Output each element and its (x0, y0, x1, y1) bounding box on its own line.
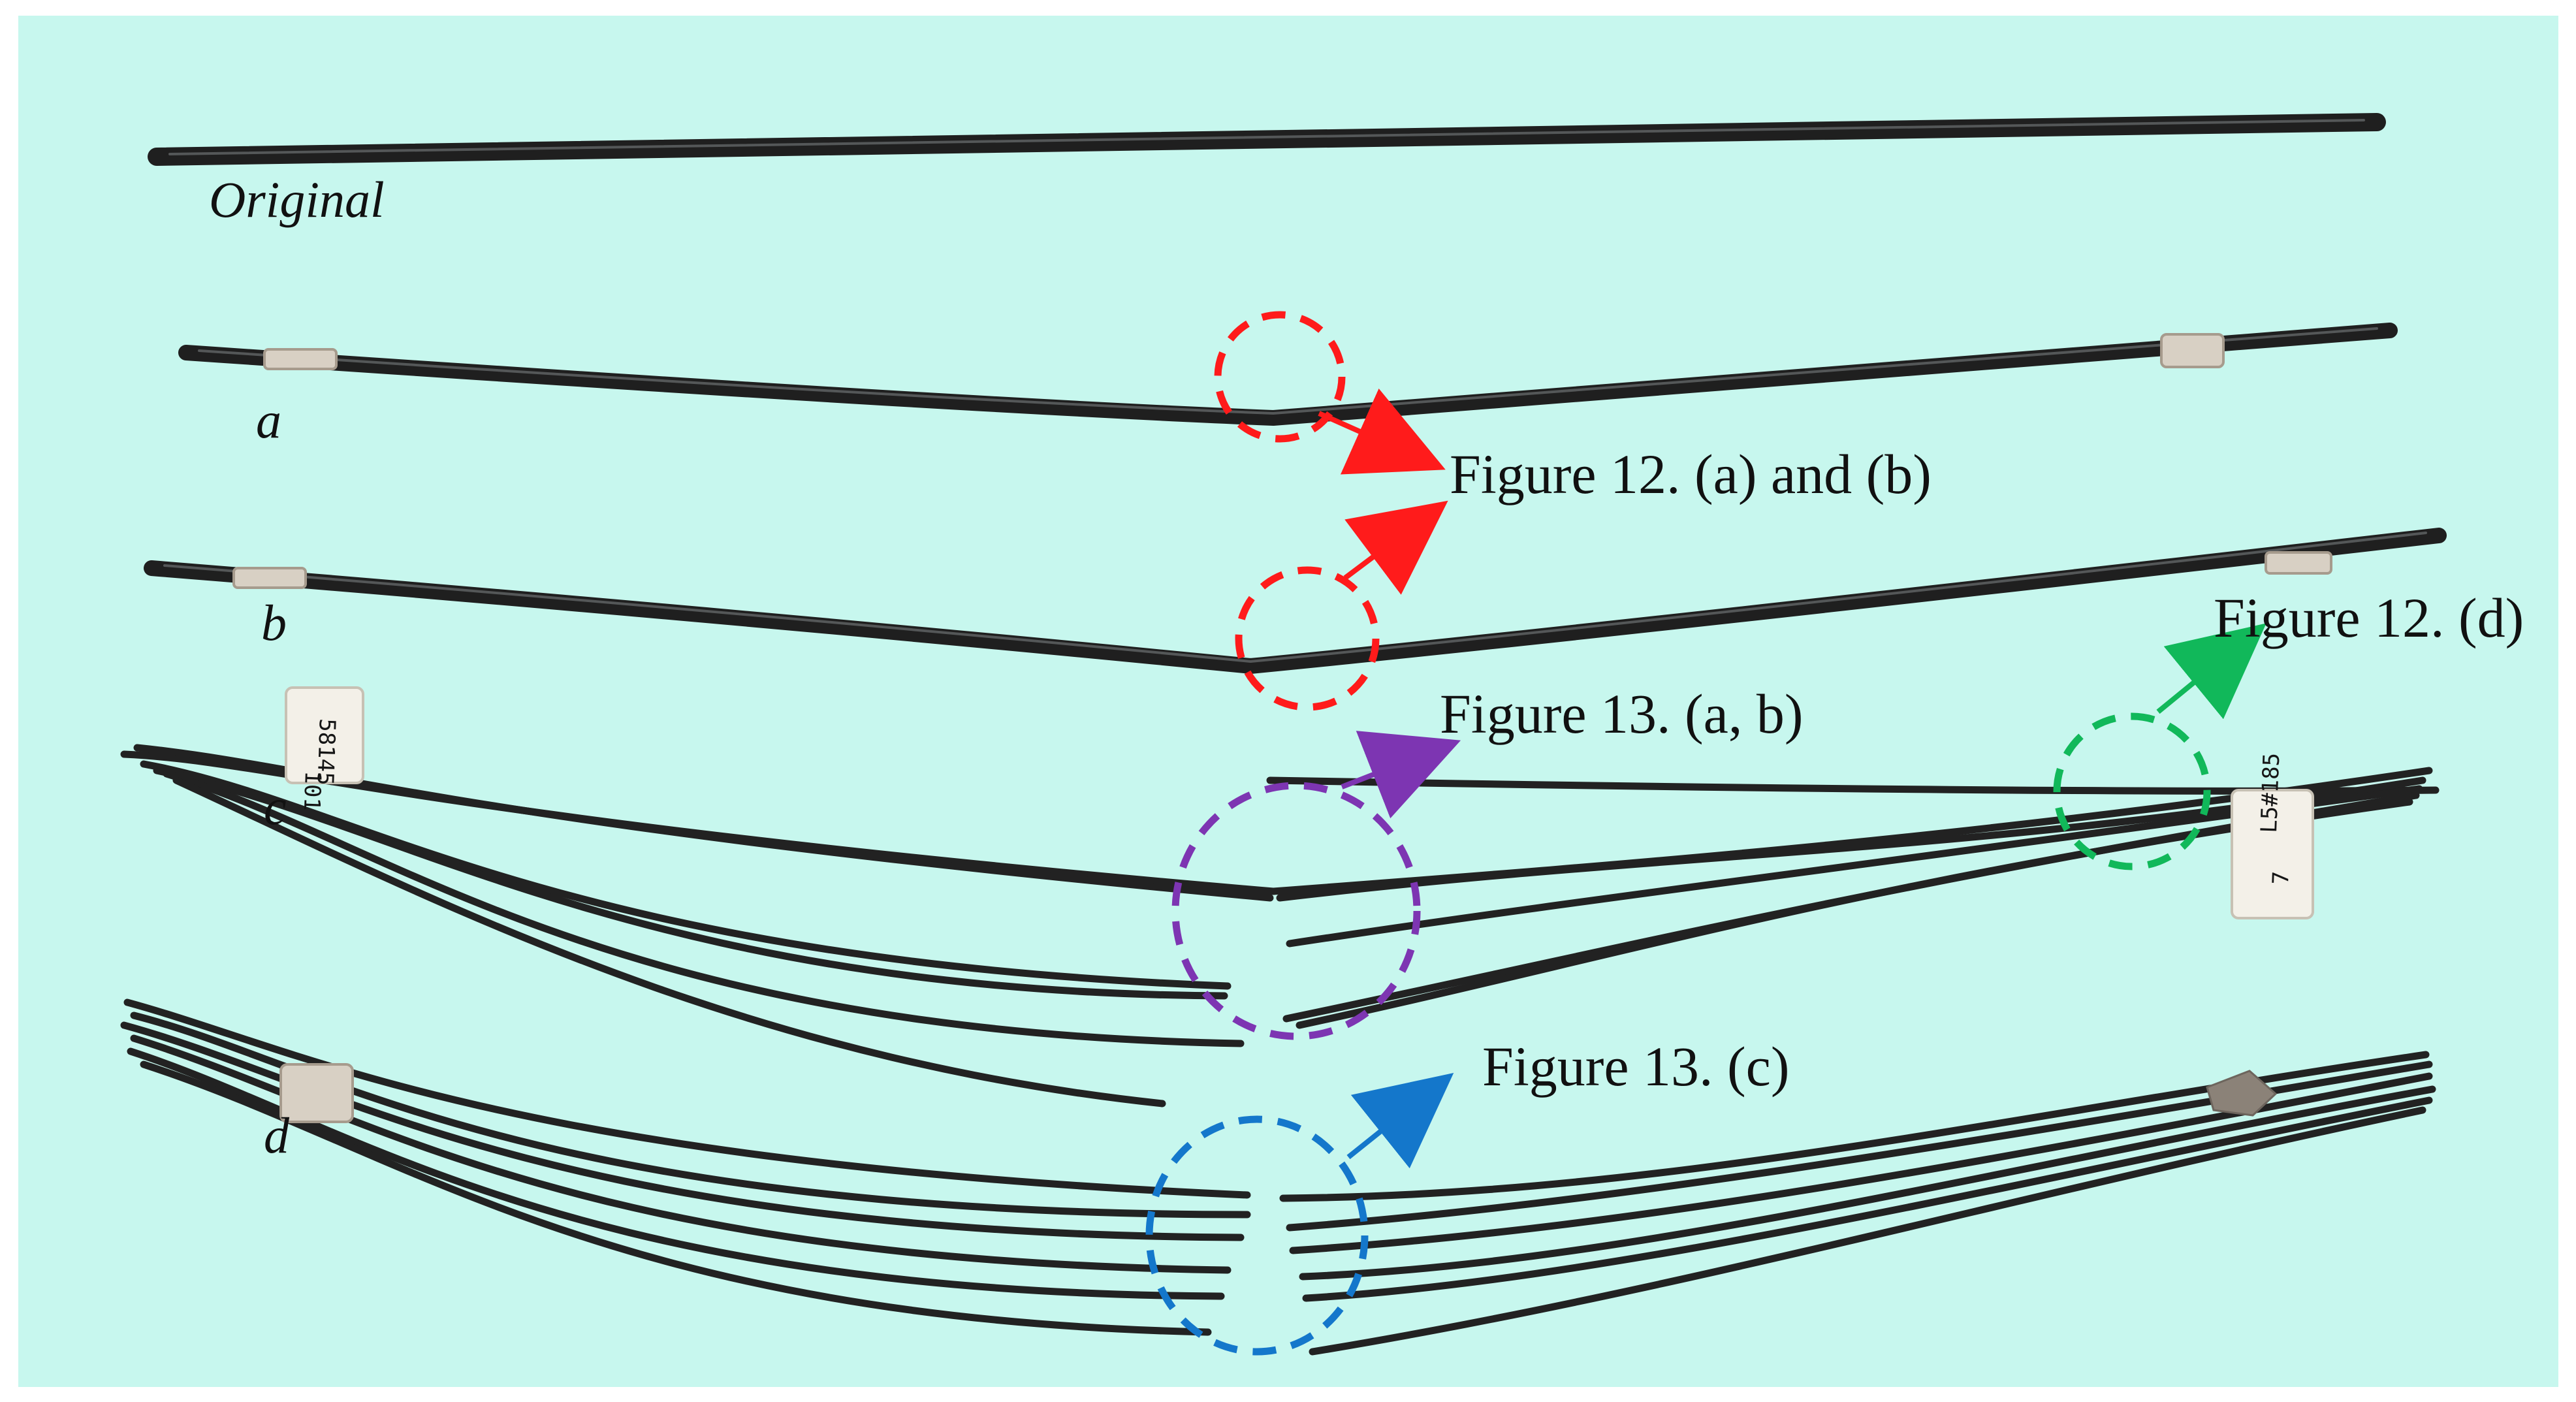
tape-d-left (279, 1063, 354, 1123)
tape-b-left (232, 567, 307, 589)
label-c: c (264, 778, 287, 835)
tape-b-right (2265, 551, 2332, 575)
callout-figure12d: Figure 12. (d) (2053, 586, 2524, 870)
strand-a (178, 323, 2398, 426)
tag-c-right-text-top: L5#185 (2256, 752, 2285, 833)
green-dashed-circle-icon (2053, 712, 2211, 870)
label-b: b (261, 594, 287, 651)
tape-a-right (2160, 333, 2225, 368)
purple-arrow-icon (1341, 731, 1461, 819)
callout-figure13ab: Figure 13. (a, b) (1171, 682, 1803, 1040)
tag-c-left-text-top: 58145 (311, 718, 340, 786)
red-dashed-circle-icon (1214, 311, 1346, 443)
callout-figure13c: Figure 13. (c) (1145, 1035, 1789, 1356)
callout-figure12ab: Figure 12. (a) and (b) (1214, 311, 1932, 711)
callout-text-figure13c: Figure 13. (c) (1482, 1035, 1789, 1098)
red-arrow-icon-b (1343, 500, 1448, 595)
blue-dashed-circle-icon (1145, 1115, 1369, 1356)
green-arrow-icon (2156, 623, 2266, 720)
red-arrow-icon (1318, 388, 1446, 475)
callout-text-figure13ab: Figure 13. (a, b) (1440, 682, 1803, 745)
label-d: d (264, 1107, 290, 1164)
callout-text-figure12ab: Figure 12. (a) and (b) (1450, 443, 1932, 505)
tag-c-left-text-bottom: 101 (298, 771, 326, 812)
tape-a-left (263, 348, 338, 370)
tag-c-right-text-bottom: 7 (2268, 870, 2295, 885)
tag-c-right (2231, 789, 2314, 919)
red-dashed-circle-icon-b (1235, 566, 1380, 711)
tape-d-right (2206, 1070, 2278, 1117)
callout-text-figure12d: Figure 12. (d) (2214, 586, 2524, 649)
blue-arrow-icon (1346, 1073, 1454, 1169)
original-strand (148, 113, 2386, 166)
strand-d (120, 998, 2436, 1356)
label-a: a (256, 392, 281, 449)
purple-dashed-circle-icon (1171, 782, 1421, 1040)
label-original: Original (209, 171, 385, 228)
strand-b (144, 528, 2447, 674)
tag-c-left (285, 686, 364, 784)
